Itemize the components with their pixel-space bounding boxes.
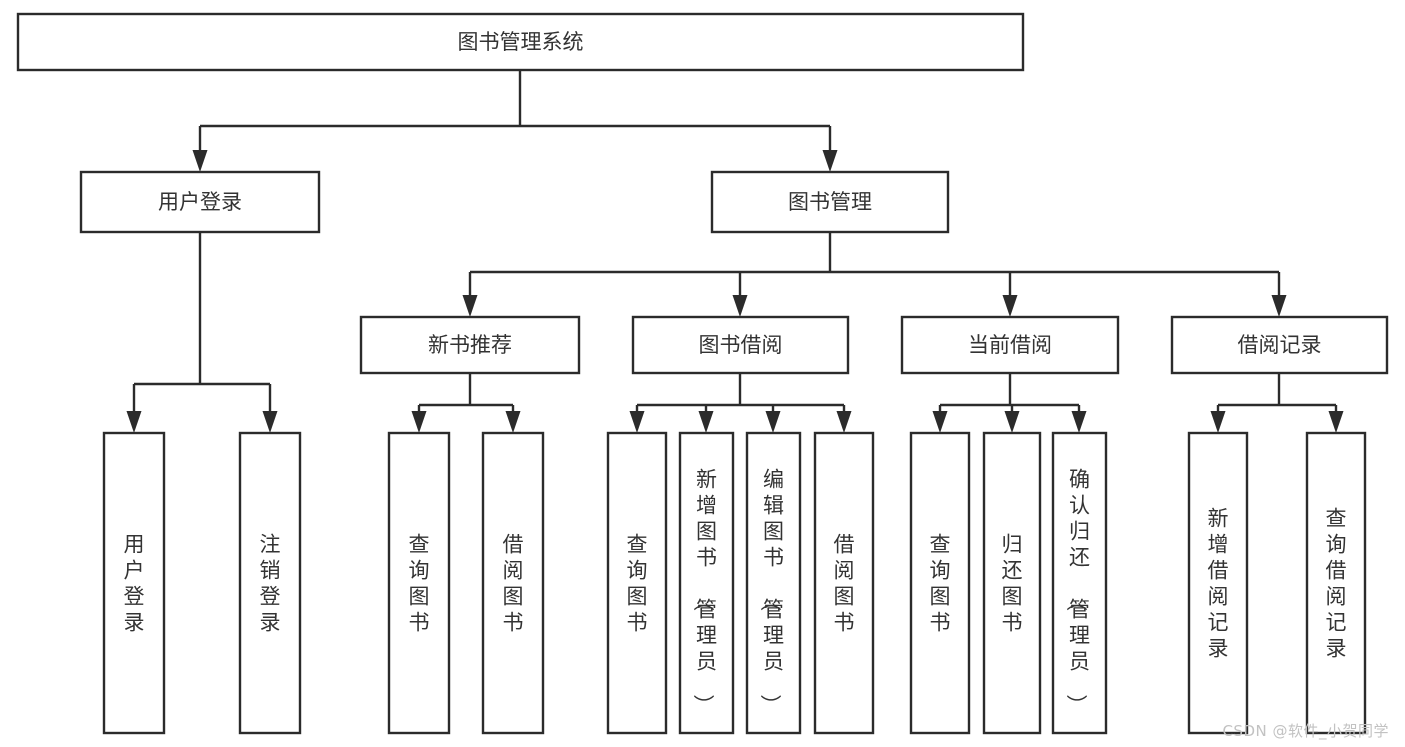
arrow-head-icon [932,411,948,433]
node-book-management[interactable]: 图书管理 [710,170,950,234]
arrow-head-icon [1004,411,1020,433]
node-leaf-query-book-current[interactable]: 查询图书 [909,431,971,735]
node-leaf-borrow-book-new[interactable]: 借阅图书 [481,431,545,735]
node-borrow-record[interactable]: 借阅记录 [1170,315,1389,375]
node-leaf-query-book-new[interactable]: 查询图书 [387,431,451,735]
node-label-new-book-recommend: 新书推荐 [428,333,512,357]
node-box-leaf-add-borrow-record[interactable] [1187,431,1249,735]
arrow-head-icon [1002,295,1018,317]
node-label-leaf-borrow-book: 借阅图书 [834,532,855,634]
node-leaf-return-book[interactable]: 归还图书 [982,431,1042,735]
node-label-leaf-query-book-borrow: 查询图书 [627,532,648,634]
node-label-root: 图书管理系统 [458,30,584,54]
node-leaf-user-login[interactable]: 用户登录 [102,431,166,735]
arrow-head-icon [1071,411,1087,433]
node-leaf-logout-login[interactable]: 注销登录 [238,431,302,735]
connector-conn-current-borrow-to-leaves [932,373,1087,433]
arrow-head-icon [765,411,781,433]
node-label-user-login: 用户登录 [158,190,242,214]
node-label-leaf-borrow-book-new: 借阅图书 [503,532,524,634]
arrow-head-icon [1271,295,1287,317]
node-label-book-management: 图书管理 [788,190,872,214]
node-label-leaf-confirm-return: 确认归还（管理员） [1064,467,1090,715]
node-leaf-add-borrow-record[interactable]: 新增借阅记录 [1187,431,1249,735]
node-box-borrow-record[interactable] [1170,315,1389,375]
node-box-current-borrow[interactable] [900,315,1120,375]
arrow-head-icon [822,150,838,172]
node-box-leaf-query-book-current[interactable] [909,431,971,735]
node-root[interactable]: 图书管理系统 [16,12,1025,72]
arrow-head-icon [629,411,645,433]
node-label-borrow-record: 借阅记录 [1238,333,1322,357]
arrow-head-icon [1210,411,1226,433]
node-label-book-borrow: 图书借阅 [699,333,783,357]
arrow-head-icon [732,295,748,317]
connectors-layer [126,70,1344,433]
arrow-head-icon [505,411,521,433]
node-label-current-borrow: 当前借阅 [968,333,1052,357]
arrow-head-icon [262,411,278,433]
node-box-book-management[interactable] [710,170,950,234]
node-box-leaf-add-book[interactable] [678,431,735,735]
node-current-borrow[interactable]: 当前借阅 [900,315,1120,375]
node-leaf-borrow-book[interactable]: 借阅图书 [813,431,875,735]
connector-conn-book-management-to-level3 [462,232,1287,317]
arrow-head-icon [192,150,208,172]
node-label-leaf-edit-book: 编辑图书（管理员） [758,467,784,715]
node-leaf-add-book[interactable]: 新增图书（管理员） [678,431,735,735]
connector-conn-new-book-to-leaves [411,373,521,433]
node-box-root[interactable] [16,12,1025,72]
arrow-head-icon [836,411,852,433]
node-box-leaf-query-borrow-record[interactable] [1305,431,1367,735]
node-box-leaf-query-book-new[interactable] [387,431,451,735]
node-book-borrow[interactable]: 图书借阅 [631,315,850,375]
node-label-leaf-logout-login: 注销登录 [260,532,281,634]
node-box-new-book-recommend[interactable] [359,315,581,375]
node-label-leaf-user-login: 用户登录 [124,532,145,634]
node-label-leaf-return-book: 归还图书 [1002,532,1023,634]
node-leaf-query-book-borrow[interactable]: 查询图书 [606,431,668,735]
node-new-book-recommend[interactable]: 新书推荐 [359,315,581,375]
node-leaf-query-borrow-record[interactable]: 查询借阅记录 [1305,431,1367,735]
node-box-user-login[interactable] [79,170,321,234]
node-label-leaf-query-borrow-record: 查询借阅记录 [1326,506,1347,660]
arrow-head-icon [126,411,142,433]
arrow-head-icon [1328,411,1344,433]
node-box-leaf-confirm-return[interactable] [1051,431,1108,735]
arrow-head-icon [462,295,478,317]
node-box-leaf-edit-book[interactable] [745,431,802,735]
node-label-leaf-add-borrow-record: 新增借阅记录 [1208,506,1229,660]
node-box-leaf-borrow-book[interactable] [813,431,875,735]
nodes-layer: 图书管理系统用户登录图书管理新书推荐图书借阅当前借阅借阅记录用户登录注销登录查询… [16,12,1389,735]
watermark-text: CSDN @软件_小贺同学 [1222,722,1389,740]
node-box-leaf-user-login[interactable] [102,431,166,735]
node-label-leaf-query-book-new: 查询图书 [409,532,430,634]
node-leaf-edit-book[interactable]: 编辑图书（管理员） [745,431,802,735]
arrow-head-icon [411,411,427,433]
node-box-book-borrow[interactable] [631,315,850,375]
connector-conn-user-login-to-leaves [126,232,278,433]
node-box-leaf-borrow-book-new[interactable] [481,431,545,735]
node-box-leaf-return-book[interactable] [982,431,1042,735]
node-box-leaf-logout-login[interactable] [238,431,302,735]
node-label-leaf-add-book: 新增图书（管理员） [691,467,717,715]
node-box-leaf-query-book-borrow[interactable] [606,431,668,735]
node-label-leaf-query-book-current: 查询图书 [930,532,951,634]
arrow-head-icon [698,411,714,433]
connector-conn-book-borrow-to-leaves [629,373,852,433]
connector-conn-root-to-level2 [192,70,838,172]
connector-conn-borrow-record-to-leaves [1210,373,1344,433]
node-leaf-confirm-return[interactable]: 确认归还（管理员） [1051,431,1108,735]
node-user-login[interactable]: 用户登录 [79,170,321,234]
